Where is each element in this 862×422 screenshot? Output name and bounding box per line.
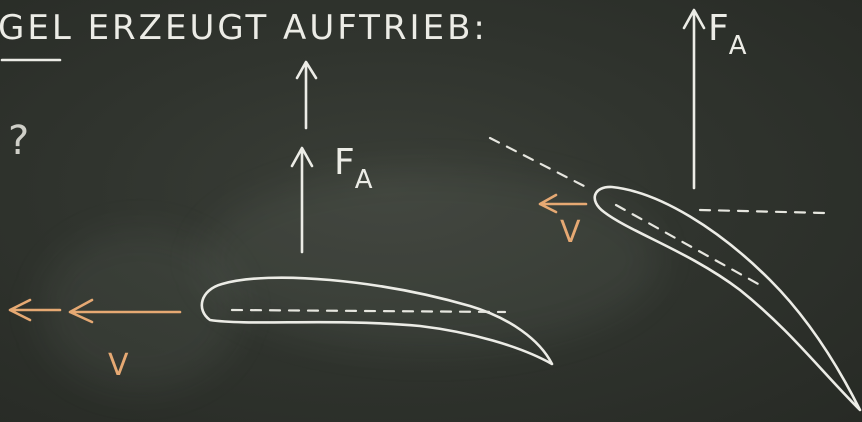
velocity-arrow-right (538, 193, 588, 214)
lift-force-subscript: A (728, 31, 747, 61)
chalk-smudge (200, 170, 660, 350)
chord-line-left (230, 308, 507, 314)
question-mark: ? (8, 118, 33, 164)
lift-force-label-top: FA (708, 8, 747, 61)
velocity-label-left: V (108, 348, 129, 383)
lift-force-symbol: F (334, 142, 355, 183)
flow-line-right (488, 136, 586, 188)
lift-arrow-right (682, 8, 706, 190)
lift-arrow-lower (290, 146, 314, 254)
velocity-label-right: V (560, 215, 581, 250)
lift-force-subscript: A (354, 165, 373, 195)
headline: GEL ERZEUGT AUFTRIEB: (0, 8, 488, 48)
lift-force-symbol: F (708, 8, 729, 49)
velocity-arrow-left (8, 298, 182, 324)
airfoil-right (593, 185, 862, 412)
horizontal-reference-right (698, 208, 827, 215)
lift-arrow-upper (295, 60, 318, 130)
airfoil-left (200, 276, 554, 366)
lift-force-label-middle: FA (334, 142, 373, 195)
chord-line-right (614, 203, 762, 287)
